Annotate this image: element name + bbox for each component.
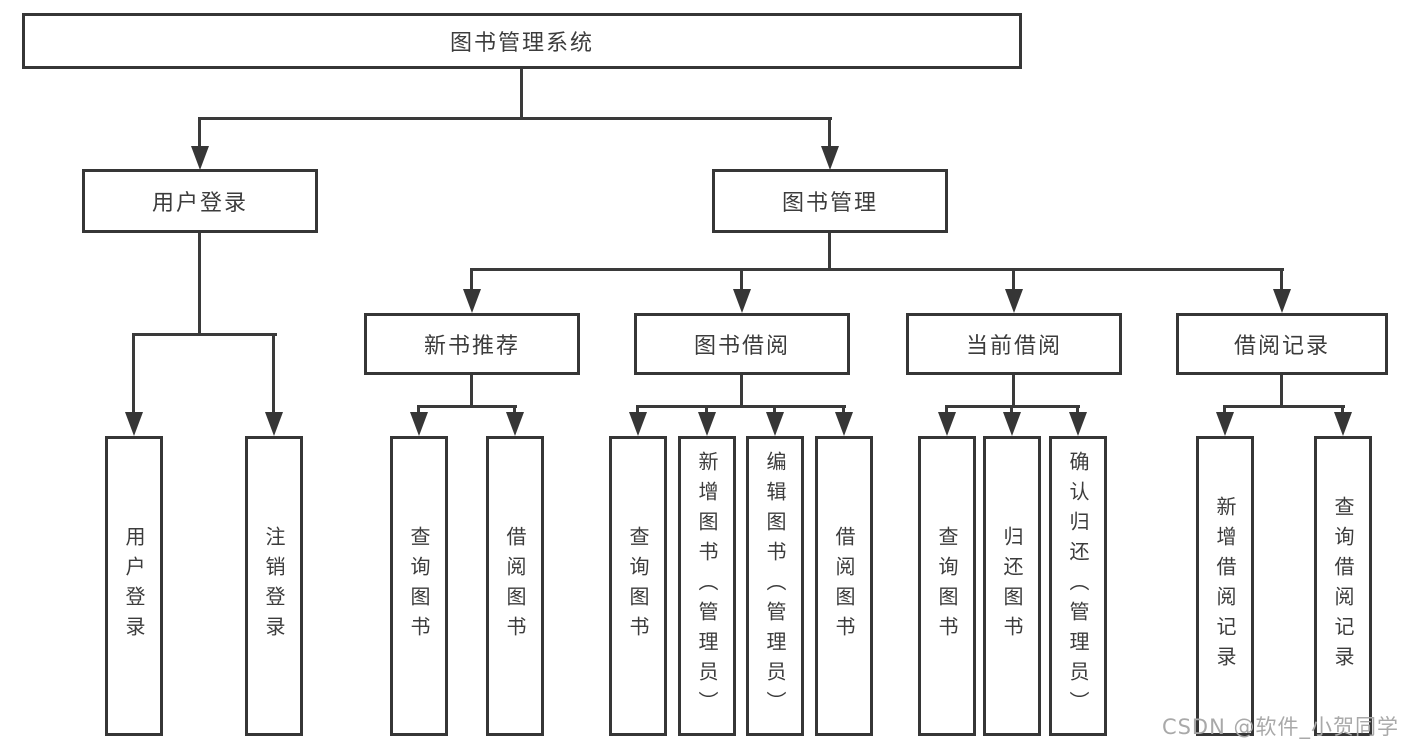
- node-root-label: 图书管理系统: [449, 31, 594, 56]
- leaf-borrow-edit: 编辑图书（管理员）: [746, 436, 804, 736]
- leaf-newbook-borrow-label: 借阅图书: [503, 526, 527, 646]
- arrow-down-icon: [125, 412, 143, 436]
- leaf-user-login: 用户登录: [105, 436, 163, 736]
- leaf-record-query: 查询借阅记录: [1314, 436, 1372, 736]
- node-user-login: 用户登录: [82, 169, 318, 233]
- leaf-current-query: 查询图书: [918, 436, 976, 736]
- node-book-management-label: 图书管理: [781, 191, 878, 216]
- arrow-down-icon: [938, 412, 956, 436]
- arrow-down-icon: [835, 412, 853, 436]
- leaf-borrow-add: 新增图书（管理员）: [678, 436, 736, 736]
- connector-line-v: [828, 233, 831, 271]
- leaf-borrow-borrow: 借阅图书: [815, 436, 873, 736]
- arrow-down-icon: [629, 412, 647, 436]
- connector-line-h: [470, 268, 1284, 271]
- arrow-down-icon: [265, 412, 283, 436]
- connector-line-h: [417, 405, 517, 408]
- connector-stem: [828, 120, 831, 150]
- node-book-borrow-label: 图书借阅: [693, 334, 790, 359]
- node-new-book-recommend: 新书推荐: [364, 313, 580, 375]
- arrow-down-icon: [1069, 412, 1087, 436]
- connector-line-v: [198, 233, 201, 335]
- connector-stem: [198, 120, 201, 150]
- leaf-record-query-label: 查询借阅记录: [1331, 496, 1355, 676]
- leaf-borrow-borrow-label: 借阅图书: [832, 526, 856, 646]
- connector-line-h: [132, 333, 277, 336]
- arrow-down-icon: [821, 146, 839, 170]
- connector-line-v: [470, 375, 473, 407]
- node-new-book-recommend-label: 新书推荐: [423, 334, 520, 359]
- node-root: 图书管理系统: [22, 13, 1022, 69]
- leaf-borrow-edit-label: 编辑图书（管理员）: [763, 451, 787, 721]
- arrow-down-icon: [1273, 289, 1291, 313]
- node-book-borrow: 图书借阅: [634, 313, 850, 375]
- connector-line-h: [945, 405, 1080, 408]
- node-borrow-record-label: 借阅记录: [1233, 334, 1330, 359]
- node-borrow-record: 借阅记录: [1176, 313, 1388, 375]
- leaf-newbook-query-label: 查询图书: [407, 526, 431, 646]
- connector-stem: [1012, 271, 1015, 293]
- leaf-borrow-add-label: 新增图书（管理员）: [695, 451, 719, 721]
- connector-stem: [1280, 271, 1283, 293]
- leaf-record-add: 新增借阅记录: [1196, 436, 1254, 736]
- leaf-current-return-label: 归还图书: [1000, 526, 1024, 646]
- node-user-login-label: 用户登录: [151, 191, 248, 216]
- connector-line-h: [636, 405, 846, 408]
- arrow-down-icon: [1003, 412, 1021, 436]
- leaf-logout: 注销登录: [245, 436, 303, 736]
- node-current-borrow: 当前借阅: [906, 313, 1122, 375]
- leaf-borrow-query-label: 查询图书: [626, 526, 650, 646]
- leaf-logout-label: 注销登录: [262, 526, 286, 646]
- arrow-down-icon: [1216, 412, 1234, 436]
- leaf-newbook-borrow: 借阅图书: [486, 436, 544, 736]
- node-current-borrow-label: 当前借阅: [965, 334, 1062, 359]
- node-book-management: 图书管理: [712, 169, 948, 233]
- connector-line-v: [1012, 375, 1015, 407]
- leaf-current-confirm-label: 确认归还（管理员）: [1066, 451, 1090, 721]
- leaf-current-confirm: 确认归还（管理员）: [1049, 436, 1107, 736]
- arrow-down-icon: [191, 146, 209, 170]
- connector-line-h: [1223, 405, 1345, 408]
- arrow-down-icon: [698, 412, 716, 436]
- connector-stem: [470, 271, 473, 293]
- leaf-record-add-label: 新增借阅记录: [1213, 496, 1237, 676]
- connector-stem: [740, 271, 743, 293]
- arrow-down-icon: [1334, 412, 1352, 436]
- connector-line-h: [198, 117, 832, 120]
- arrow-down-icon: [1005, 289, 1023, 313]
- watermark: CSDN @软件_小贺同学: [1161, 715, 1399, 739]
- leaf-borrow-query: 查询图书: [609, 436, 667, 736]
- arrow-down-icon: [733, 289, 751, 313]
- connector-line-v: [1280, 375, 1283, 407]
- leaf-current-return: 归还图书: [983, 436, 1041, 736]
- arrow-down-icon: [410, 412, 428, 436]
- arrow-down-icon: [766, 412, 784, 436]
- connector-line-v: [520, 69, 523, 119]
- connector-stem: [132, 335, 135, 415]
- arrow-down-icon: [506, 412, 524, 436]
- connector-line-v: [740, 375, 743, 407]
- leaf-current-query-label: 查询图书: [935, 526, 959, 646]
- leaf-user-login-label: 用户登录: [122, 526, 146, 646]
- connector-stem: [272, 335, 275, 415]
- arrow-down-icon: [463, 289, 481, 313]
- leaf-newbook-query: 查询图书: [390, 436, 448, 736]
